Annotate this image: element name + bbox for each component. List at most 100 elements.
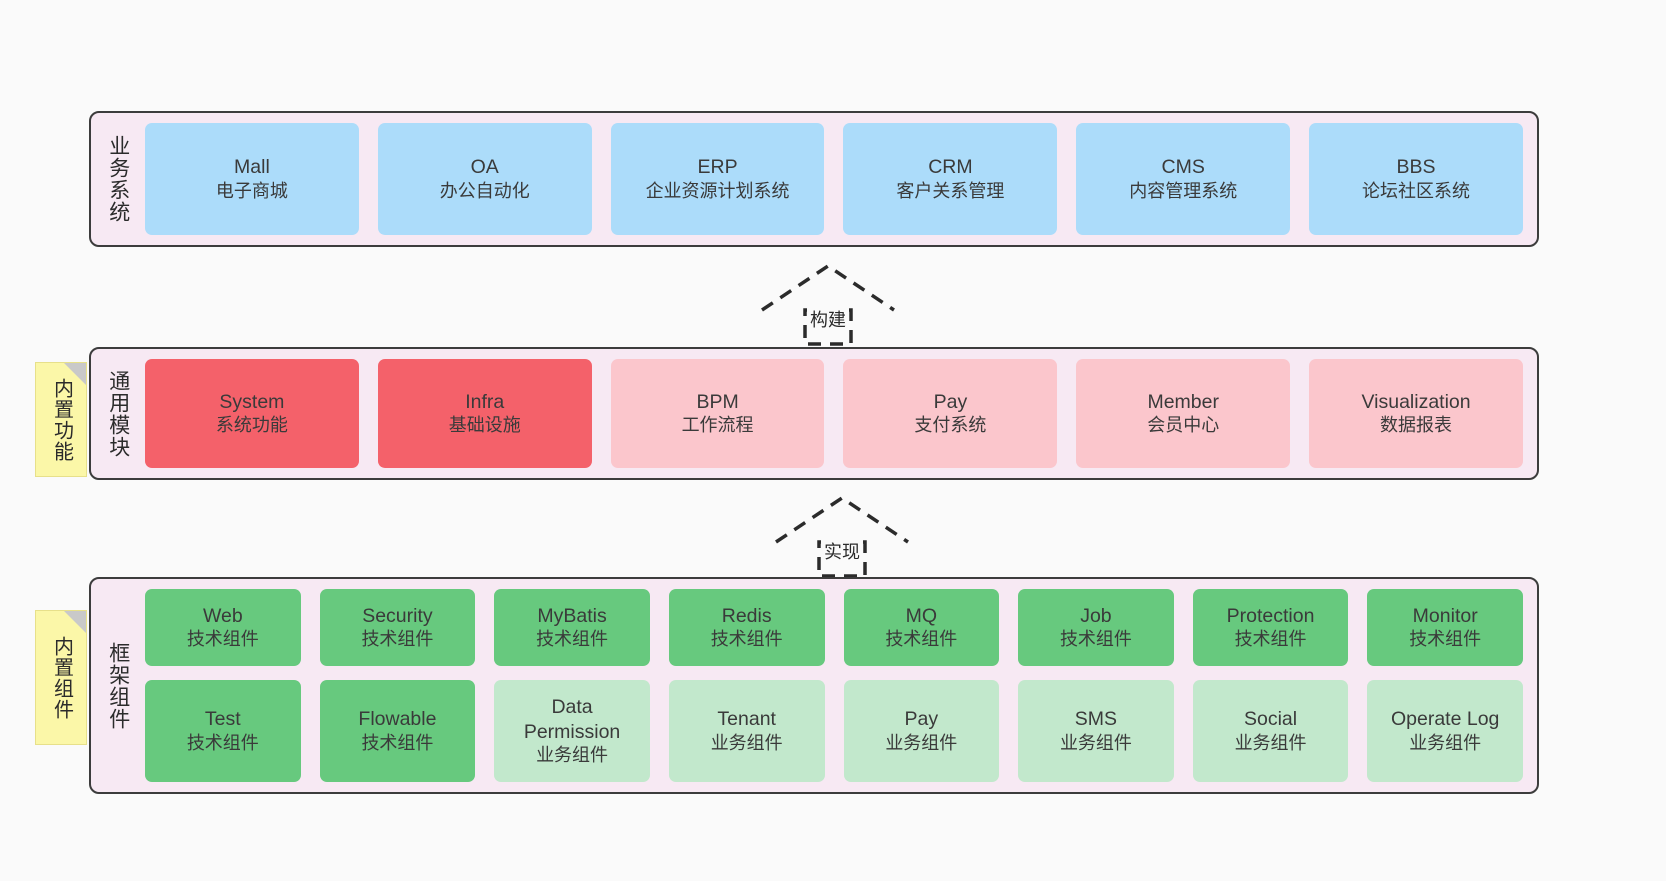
card-cms[interactable]: CMS 内容管理系统 [1076, 123, 1291, 235]
layer-title-business-system: 业务系统 [106, 135, 130, 223]
card-tenant[interactable]: Tenant 业务组件 [668, 680, 825, 783]
card-title: Mall [234, 156, 270, 178]
card-title: Tenant [717, 708, 776, 731]
card-redis[interactable]: Redis 技术组件 [668, 589, 825, 667]
card-subtitle: 业务组件 [1234, 732, 1307, 753]
card-subtitle: 会员中心 [1147, 415, 1220, 436]
card-subtitle: 技术组件 [1409, 629, 1482, 650]
card-flowable[interactable]: Flowable 技术组件 [319, 680, 476, 783]
card-subtitle: 电子商城 [215, 180, 288, 201]
card-title: Pay [933, 390, 968, 413]
layer-title-common-module: 通用模块 [106, 369, 130, 458]
card-title: Protection [1226, 604, 1315, 627]
card-title: MQ [905, 604, 938, 627]
card-oa[interactable]: OA 办公自动化 [377, 123, 592, 235]
card-subtitle: 基础设施 [448, 415, 521, 436]
card-title: Redis [721, 604, 772, 627]
card-member[interactable]: Member 会员中心 [1076, 359, 1291, 468]
card-title: Infra [465, 390, 505, 413]
card-subtitle: 技术组件 [186, 732, 259, 753]
card-infra[interactable]: Infra 基础设施 [377, 359, 592, 468]
card-visualization[interactable]: Visualization 数据报表 [1309, 359, 1523, 468]
card-subtitle: 业务组件 [1059, 732, 1132, 753]
arrow-head-path [775, 495, 909, 544]
card-subtitle: 论坛社区系统 [1362, 180, 1471, 201]
card-subtitle: 工作流程 [681, 415, 754, 436]
card-job[interactable]: Job 技术组件 [1018, 589, 1174, 667]
card-title: System [219, 390, 285, 413]
card-title: Data Permission [523, 695, 621, 743]
card-subtitle: 内容管理系统 [1129, 180, 1238, 201]
card-title: OA [470, 156, 499, 178]
card-system[interactable]: System 系统功能 [145, 359, 359, 468]
card-title: CMS [1161, 156, 1205, 178]
card-title: Member [1147, 390, 1219, 413]
card-subtitle: 业务组件 [536, 745, 609, 766]
card-title: Web [202, 604, 243, 627]
arrow-head-path [761, 263, 895, 312]
card-subtitle: 技术组件 [536, 629, 609, 650]
card-social[interactable]: Social 业务组件 [1192, 680, 1349, 783]
arrow-label-build: 构建 [807, 306, 849, 332]
card-subtitle: 技术组件 [361, 732, 434, 753]
sticky-note-builtin-component: 内置组件 [35, 610, 87, 745]
card-title: BBS [1396, 156, 1436, 178]
arrow-label-implement: 实现 [821, 538, 863, 564]
card-title: Security [362, 604, 433, 627]
card-subtitle: 数据报表 [1380, 415, 1453, 436]
card-subtitle: 业务组件 [710, 732, 783, 753]
card-protection[interactable]: Protection 技术组件 [1192, 589, 1349, 667]
card-pay[interactable]: Pay 支付系统 [843, 359, 1058, 468]
card-subtitle: 办公自动化 [439, 180, 530, 201]
card-title: MyBatis [537, 604, 607, 627]
layer-common-module[interactable]: 通用模块 System 系统功能 Infra 基础设施 BPM 工作流程 Pay… [89, 347, 1539, 480]
card-test[interactable]: Test 技术组件 [145, 680, 301, 783]
layer-body-framework-component: Web 技术组件 Security 技术组件 MyBatis 技术组件 Redi… [135, 589, 1523, 783]
card-title: Test [204, 708, 241, 731]
layer-business-system[interactable]: 业务系统 Mall 电子商城 OA 办公自动化 ERP 企业资源计划系统 CRM… [89, 111, 1539, 247]
card-row: Mall 电子商城 OA 办公自动化 ERP 企业资源计划系统 CRM 客户关系… [145, 123, 1523, 235]
card-crm[interactable]: CRM 客户关系管理 [843, 123, 1058, 235]
generalization-arrow-build: 构建 [758, 262, 898, 346]
card-title: SMS [1074, 708, 1118, 731]
card-title: Flowable [358, 708, 437, 731]
card-sms[interactable]: SMS 业务组件 [1018, 680, 1174, 783]
card-subtitle: 技术组件 [710, 629, 783, 650]
card-operate-log[interactable]: Operate Log 业务组件 [1367, 680, 1523, 783]
card-subtitle: 技术组件 [1059, 629, 1132, 650]
sticky-label: 内置组件 [50, 635, 73, 720]
layer-body-business-system: Mall 电子商城 OA 办公自动化 ERP 企业资源计划系统 CRM 客户关系… [135, 123, 1523, 235]
card-subtitle: 技术组件 [885, 629, 958, 650]
card-erp[interactable]: ERP 企业资源计划系统 [610, 123, 825, 235]
layer-body-common-module: System 系统功能 Infra 基础设施 BPM 工作流程 Pay 支付系统… [135, 359, 1523, 468]
card-mybatis[interactable]: MyBatis 技术组件 [494, 589, 650, 667]
card-title: Job [1080, 604, 1112, 627]
card-mall[interactable]: Mall 电子商城 [145, 123, 359, 235]
card-title: BPM [696, 390, 739, 413]
card-title: ERP [697, 156, 738, 178]
sticky-fold-corner-icon [64, 363, 86, 385]
card-pay-component[interactable]: Pay 业务组件 [843, 680, 1000, 783]
sticky-fold-corner-icon [64, 611, 86, 633]
card-monitor[interactable]: Monitor 技术组件 [1367, 589, 1523, 667]
layer-title-framework-component: 框架组件 [106, 641, 130, 730]
sticky-label: 内置功能 [50, 377, 73, 462]
card-title: Operate Log [1390, 708, 1500, 731]
card-mq[interactable]: MQ 技术组件 [843, 589, 1000, 667]
card-subtitle: 支付系统 [914, 415, 987, 436]
card-title: Pay [904, 708, 939, 731]
card-subtitle: 技术组件 [361, 629, 434, 650]
card-bpm[interactable]: BPM 工作流程 [610, 359, 825, 468]
layer-framework-component[interactable]: 框架组件 Web 技术组件 Security 技术组件 MyBatis 技术组件… [89, 577, 1539, 794]
card-subtitle: 系统功能 [215, 415, 288, 436]
card-data-permission[interactable]: Data Permission 业务组件 [494, 680, 650, 783]
card-web[interactable]: Web 技术组件 [145, 589, 301, 667]
card-subtitle: 技术组件 [186, 629, 259, 650]
card-security[interactable]: Security 技术组件 [319, 589, 476, 667]
card-subtitle: 业务组件 [1409, 732, 1482, 753]
card-bbs[interactable]: BBS 论坛社区系统 [1309, 123, 1523, 235]
card-subtitle: 客户关系管理 [896, 180, 1005, 201]
card-title: Social [1244, 708, 1298, 731]
card-subtitle: 业务组件 [885, 732, 958, 753]
